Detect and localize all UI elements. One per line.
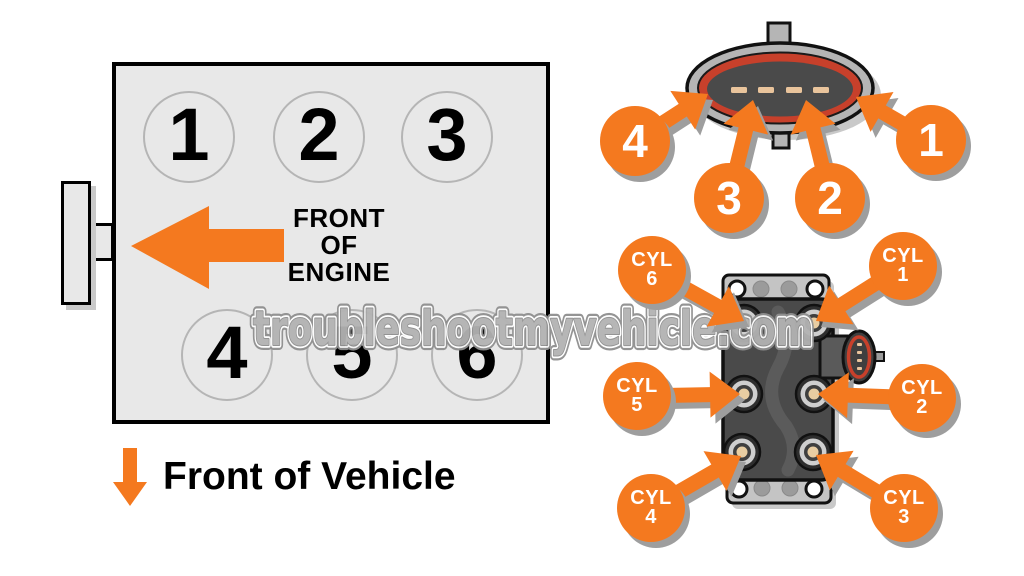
cyl-badge-3: CYL 3 [870, 474, 938, 542]
cylinder-circle-3: 3 [401, 91, 493, 183]
cyl-badge-4-number: 4 [645, 506, 657, 528]
cyl-badge-2-prefix: CYL [901, 377, 943, 399]
front-of-engine-line3: ENGINE [287, 257, 391, 287]
bolt-boss [780, 280, 798, 298]
cyl-badge-2-number: 2 [916, 396, 928, 418]
front-of-engine-line1: FRONT [292, 203, 386, 233]
cylinder-circle-1: 1 [143, 91, 235, 183]
cylinder-number-1: 1 [168, 93, 210, 176]
cyl-badge-5-number: 5 [631, 394, 643, 416]
cyl-badge-1-prefix: CYL [882, 245, 924, 267]
cylinder-number-6: 6 [456, 311, 498, 394]
pointer-arrow [636, 371, 740, 418]
engine-cylinder-box: 1 2 3 4 5 6 FRONT OF ENGINE [112, 62, 550, 424]
cylinder-circle-6: 6 [431, 309, 523, 401]
cyl-badge-1: CYL 1 [869, 232, 937, 300]
pin-badge-2: 2 [795, 163, 865, 233]
connector-pin-3 [758, 87, 774, 93]
cyl-badge-1-number: 1 [897, 264, 909, 286]
coil-body-sheen [765, 305, 800, 477]
cyl-badge-4-prefix: CYL [630, 487, 672, 509]
connector-pin-4 [731, 87, 747, 93]
bolt-boss [752, 280, 770, 298]
side-connector-pin [857, 351, 862, 354]
cyl-badge-6-prefix: CYL [631, 249, 673, 271]
cylinder-number-4: 4 [206, 311, 248, 394]
cyl-badge-6-number: 6 [646, 268, 658, 290]
cylinder-circle-5: 5 [306, 309, 398, 401]
cyl-badge-3-number: 3 [898, 506, 910, 528]
cyl-badge-5-prefix: CYL [616, 375, 658, 397]
side-connector-seal [846, 335, 872, 379]
pin-badge-3-label: 3 [716, 172, 742, 224]
side-connector-pin [857, 343, 862, 346]
cylinder-number-5: 5 [331, 311, 373, 394]
front-of-engine-line2: OF [320, 230, 358, 260]
pin-badge-2-label: 2 [817, 172, 843, 224]
front-of-vehicle-arrow-icon [113, 448, 147, 506]
cyl-badge-3-prefix: CYL [883, 487, 925, 509]
front-of-engine-arrow-icon [131, 206, 284, 289]
connector-pin-1 [813, 87, 829, 93]
cyl-badge-4: CYL 4 [617, 474, 685, 542]
front-of-engine-label: FRONT OF ENGINE [259, 205, 419, 286]
cylinder-circle-2: 2 [273, 91, 365, 183]
cylinder-number-3: 3 [426, 93, 468, 176]
coil-tower-cyl-2 [794, 374, 834, 414]
pin-badge-1: 1 [896, 105, 966, 175]
coil-side-connector [818, 329, 885, 385]
connector-pin-2 [786, 87, 802, 93]
pin-badge-1-label: 1 [918, 114, 944, 166]
engine-pulley-bracket [61, 181, 91, 305]
pin-badge-3: 3 [694, 163, 764, 233]
side-connector-pin [857, 359, 862, 362]
cylinder-circle-4: 4 [181, 309, 273, 401]
cyl-badge-2: CYL 2 [888, 364, 956, 432]
pointer-arrow [818, 372, 923, 419]
cyl-badge-5: CYL 5 [603, 362, 671, 430]
bolt-hole [805, 279, 825, 299]
cylinder-number-2: 2 [298, 93, 340, 176]
side-connector-pin [857, 367, 862, 370]
pin-badge-4: 4 [600, 106, 670, 176]
front-of-vehicle-label: Front of Vehicle [163, 455, 456, 498]
connector-cavity [707, 61, 853, 117]
pin-badge-4-label: 4 [622, 115, 648, 167]
cyl-badge-6: CYL 6 [618, 236, 686, 304]
